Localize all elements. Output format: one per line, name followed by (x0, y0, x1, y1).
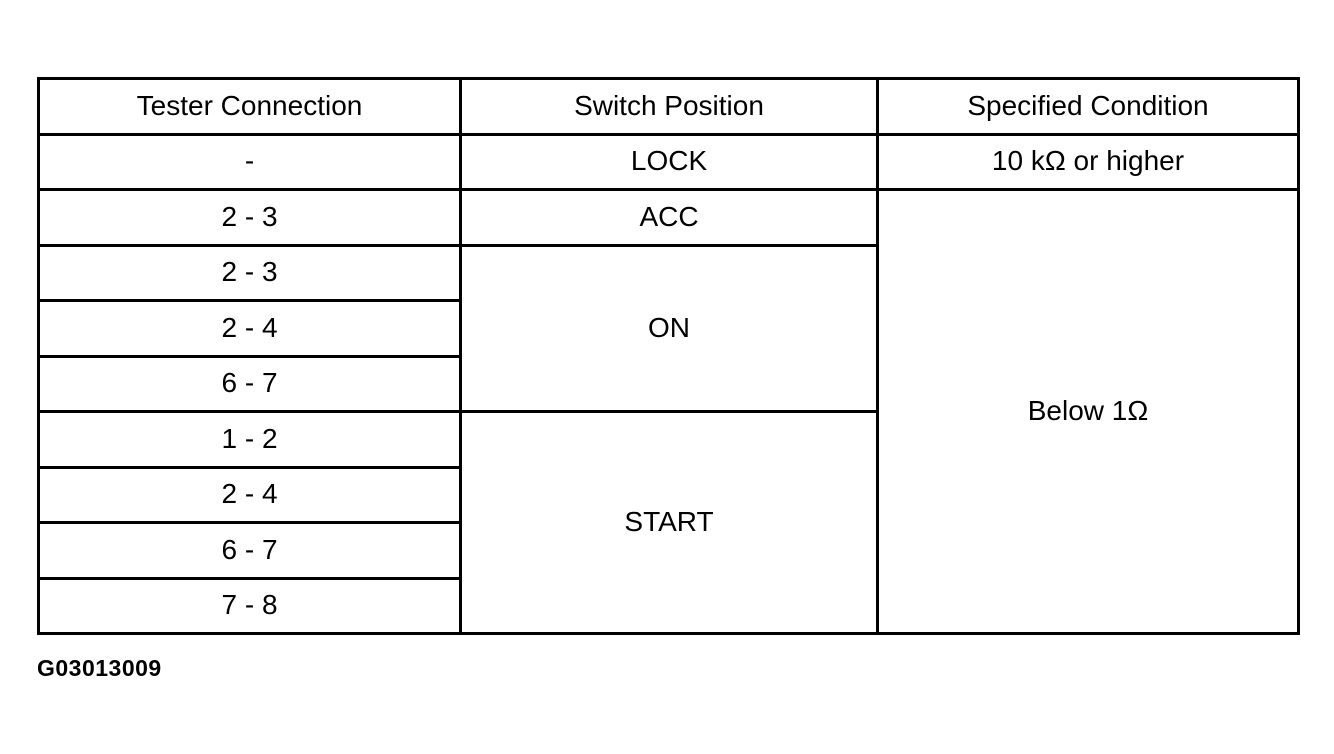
table-row-on-1: 2 - 3 ON (37, 243, 1299, 413)
cell-tester-connection: 6 - 7 (37, 354, 462, 413)
table-row-on-2: 2 - 4 (37, 299, 1299, 358)
cell-tester-connection: - (37, 132, 462, 191)
cell-tester-connection: 2 - 3 (37, 188, 462, 247)
cell-tester-connection: 2 - 3 (37, 243, 462, 302)
cell-switch-position-merged-start: START (459, 410, 879, 635)
cell-tester-connection: 2 - 4 (37, 299, 462, 358)
continuity-spec-table: Tester Connection Switch Position Specif… (37, 77, 1300, 635)
cell-switch-position: ACC (459, 188, 879, 247)
table-header-row: Tester Connection Switch Position Specif… (37, 77, 1300, 136)
header-cell-switch-position: Switch Position (459, 77, 879, 136)
table-row-lock: - LOCK 10 kΩ or higher (37, 132, 1300, 191)
table-row-acc: 2 - 3 ACC Below 1Ω (37, 188, 1300, 635)
table-row-start-3: 6 - 7 (37, 521, 1299, 580)
header-cell-tester-connection: Tester Connection (37, 77, 462, 136)
continuity-spec-table-wrap: Tester Connection Switch Position Specif… (37, 77, 1300, 635)
cell-tester-connection: 2 - 4 (37, 465, 462, 524)
figure-id-label: G03013009 (37, 655, 162, 681)
header-cell-specified-condition: Specified Condition (876, 77, 1300, 136)
cell-tester-connection: 7 - 8 (37, 576, 462, 635)
cell-switch-position: LOCK (459, 132, 879, 191)
cell-specified-condition-merged: Below 1Ω (876, 188, 1300, 635)
cell-tester-connection: 6 - 7 (37, 521, 462, 580)
table-row-start-1: 1 - 2 START (37, 410, 1299, 635)
table-row-start-4: 7 - 8 (37, 576, 1299, 635)
cell-switch-position-merged-on: ON (459, 243, 879, 413)
table-row-start-2: 2 - 4 (37, 465, 1299, 524)
cell-specified-condition: 10 kΩ or higher (876, 132, 1300, 191)
cell-tester-connection: 1 - 2 (37, 410, 462, 469)
table-row-on-3: 6 - 7 (37, 354, 1299, 413)
